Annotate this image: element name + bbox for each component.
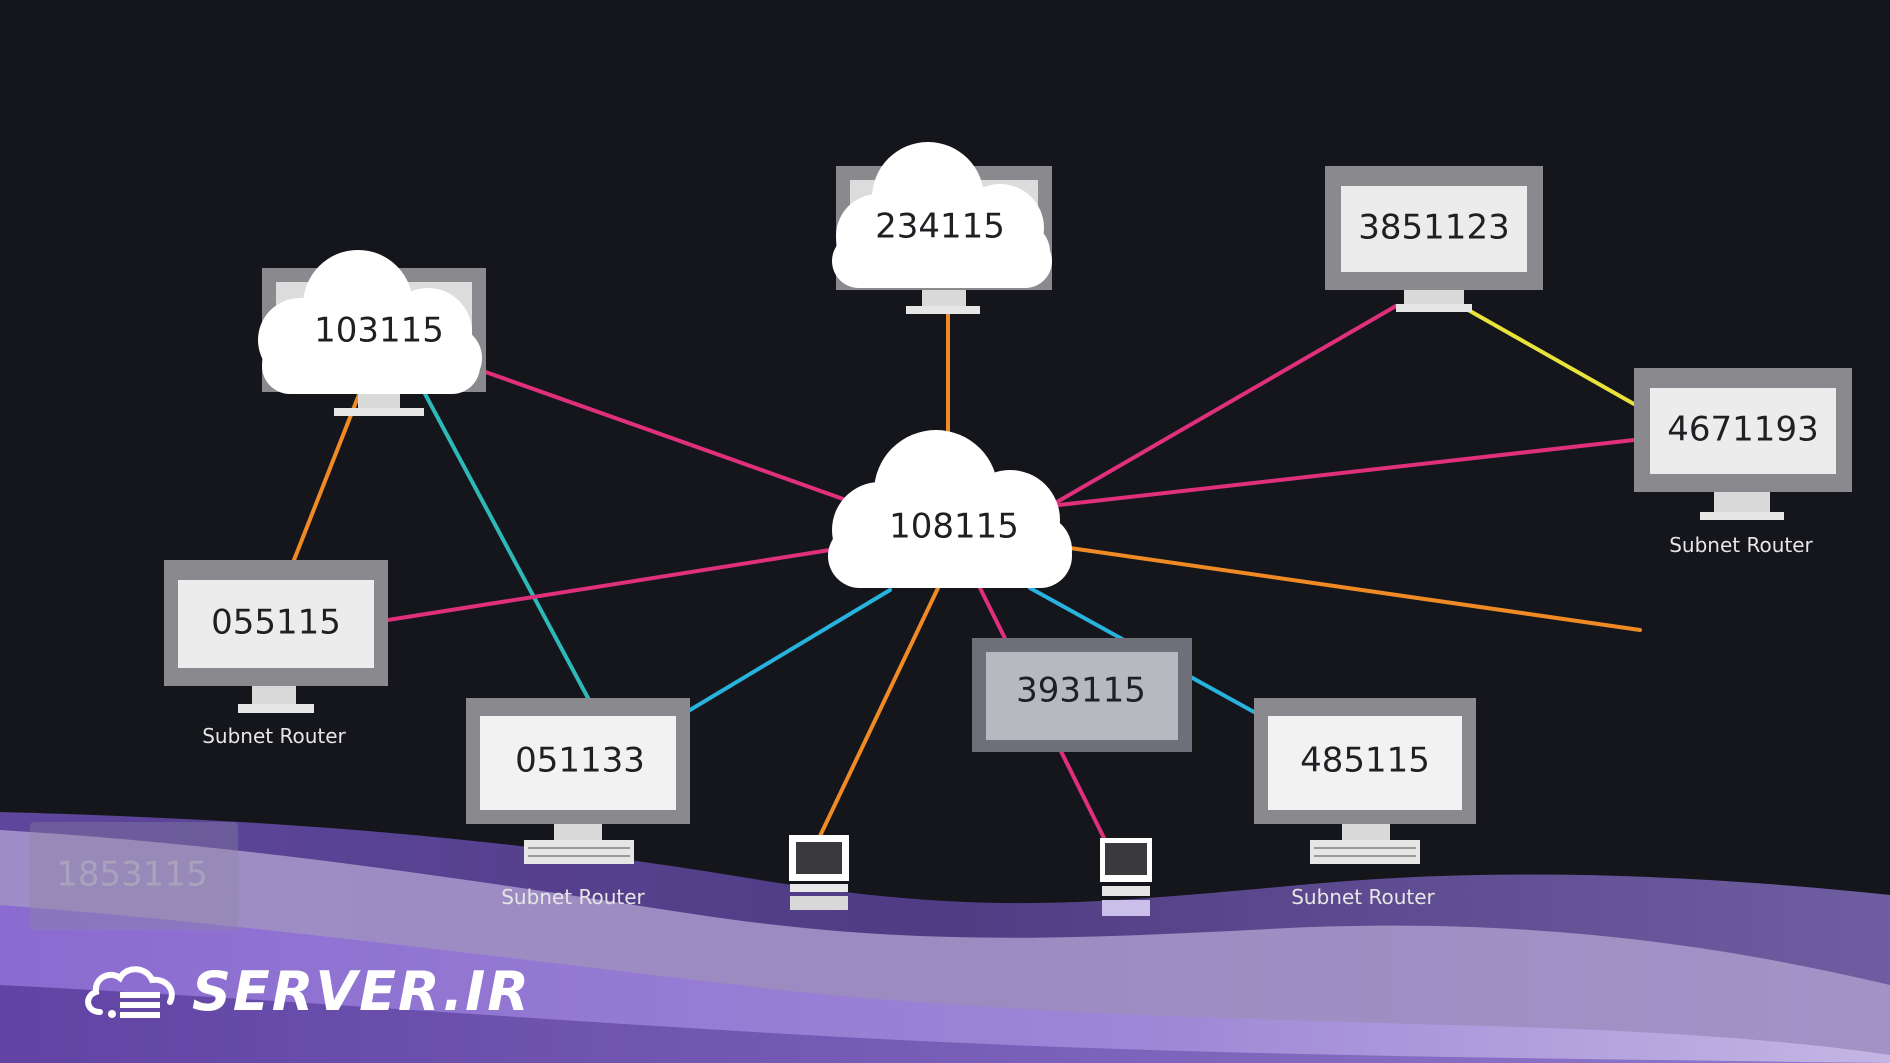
node-051133[interactable]: 051133 Subnet Router [466, 698, 690, 909]
cloud-icon [832, 142, 1052, 288]
link-055115-hub [386, 548, 832, 622]
node-485115[interactable]: 485115 Subnet Router [1254, 698, 1476, 909]
node-103115[interactable]: 103115 [258, 250, 486, 416]
link-3851123-4671193 [1438, 292, 1636, 406]
link-103115-055115 [292, 390, 362, 562]
brand-logo: SERVER.IR [80, 960, 531, 1023]
node-label: 103115 [314, 311, 444, 351]
link-103115-051133 [422, 390, 590, 700]
node-label: 051133 [515, 741, 645, 781]
node-4671193[interactable]: 4671193 Subnet Router [1634, 368, 1852, 557]
link-hub-right [1068, 546, 1642, 632]
node-label: 1853115 [56, 855, 207, 895]
cloud-icon [828, 430, 1072, 588]
cloud-server-logo-icon [85, 965, 175, 1018]
node-caption: Subnet Router [1669, 533, 1813, 557]
node-caption: Subnet Router [202, 724, 346, 748]
node-234115[interactable]: 234115 [832, 142, 1052, 314]
node-caption: Subnet Router [501, 885, 645, 909]
keyboard-icon [1310, 840, 1420, 864]
hub-cloud[interactable]: 108115 [828, 430, 1072, 588]
node-1853115[interactable]: 1853115 [30, 822, 238, 930]
cloud-icon [258, 250, 482, 394]
computer-icon [789, 835, 849, 910]
node-055115[interactable]: 055115 Subnet Router [164, 560, 388, 748]
link-4671193-hub [1048, 438, 1636, 508]
node-label: 234115 [875, 207, 1005, 247]
computer-icon [1100, 838, 1152, 916]
keyboard-icon [524, 840, 634, 864]
node-label: 393115 [1016, 671, 1146, 711]
link-103115-hub [478, 368, 848, 502]
hub-label: 108115 [889, 507, 1019, 547]
node-label: 4671193 [1667, 410, 1818, 450]
node-caption: Subnet Router [1291, 885, 1435, 909]
link-3851123-hub [1048, 304, 1398, 508]
node-label: 3851123 [1358, 208, 1509, 248]
node-393115[interactable]: 393115 [972, 638, 1192, 752]
brand-text: SERVER.IR [192, 960, 531, 1023]
node-label: 485115 [1300, 741, 1430, 781]
node-3851123[interactable]: 3851123 [1325, 166, 1543, 312]
link-051133-hub [688, 588, 892, 712]
node-label: 055115 [211, 603, 341, 643]
link-hub-computer [818, 586, 940, 838]
